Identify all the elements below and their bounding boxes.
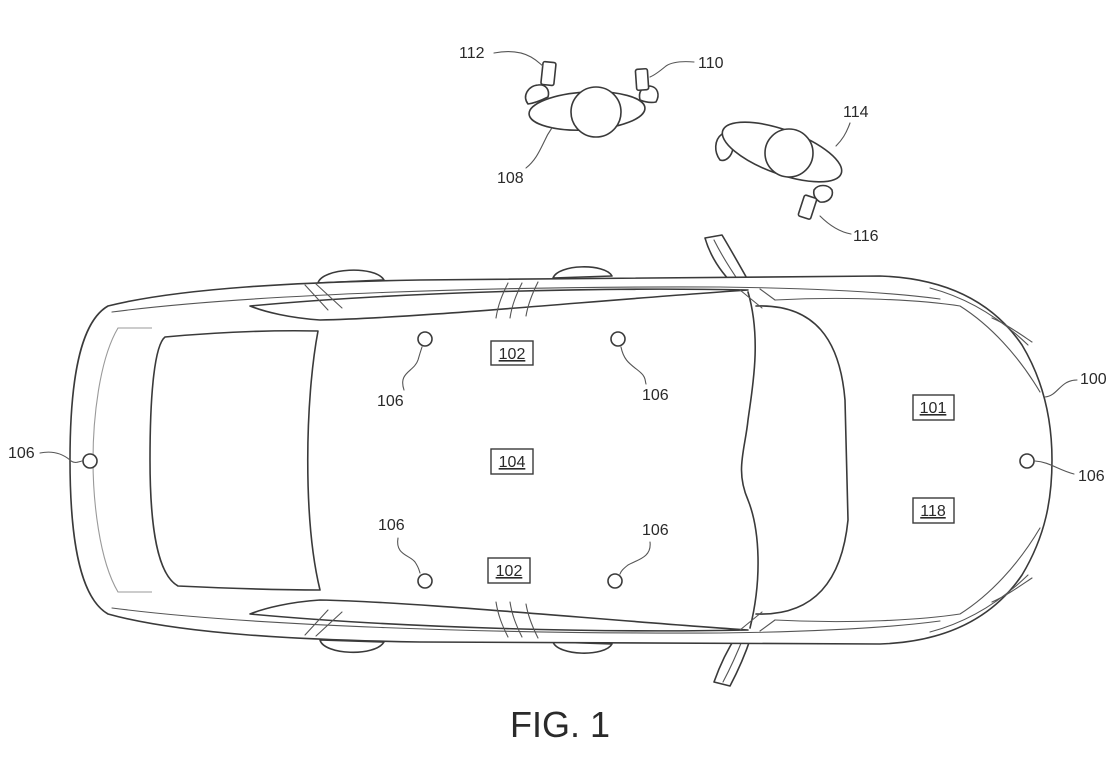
person-a-head [571,87,621,137]
label-116: 116 [853,228,879,245]
sensor-bottom-left [418,574,432,588]
box-104-label: 104 [499,454,526,471]
sensor-top-left [418,332,432,346]
box-101-label: 101 [920,400,947,417]
vehicle [70,235,1052,686]
person-a-device-left [541,61,556,85]
sensor-left [83,454,97,468]
person-a-device-right [635,69,648,91]
wheel-front-bottom [553,642,612,653]
box-118-label: 118 [920,503,946,520]
label-106-top-right: 106 [642,387,669,404]
leader-112 [494,52,543,66]
label-110: 110 [698,55,724,72]
label-114: 114 [843,104,869,121]
person-b-head [765,129,813,177]
sensor-top-right [611,332,625,346]
label-106-bottom-left: 106 [378,517,405,534]
sensor-right [1020,454,1034,468]
label-112: 112 [459,45,485,62]
rear-window [150,331,320,590]
figure-caption: FIG. 1 [510,704,610,745]
label-106-top-left: 106 [377,393,404,410]
label-106-bottom-right: 106 [642,522,669,539]
leader-100 [1045,380,1077,397]
box-102-top-label: 102 [499,346,526,363]
person-b [715,110,848,220]
label-106-right: 106 [1078,468,1105,485]
leader-114 [836,123,850,146]
wheel-front-top [553,267,612,278]
leader-108 [526,128,552,168]
wheel-rear-bottom [320,640,384,652]
leader-110 [650,62,694,77]
box-102-bottom-label: 102 [496,563,523,580]
leader-116 [820,216,851,234]
sensor-bottom-right [608,574,622,588]
label-108: 108 [497,170,524,187]
label-100: 100 [1080,371,1107,388]
label-106-left: 106 [8,445,35,462]
person-a [526,61,658,137]
person-b-device [798,195,817,220]
